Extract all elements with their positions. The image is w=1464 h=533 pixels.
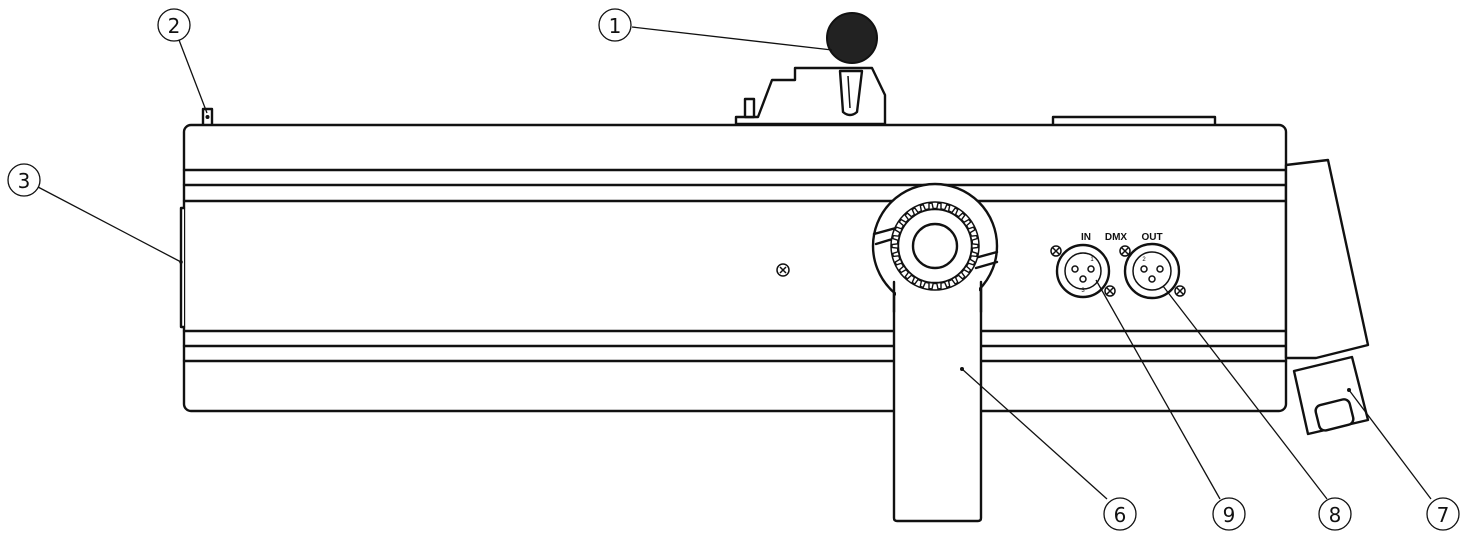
gear-tooth	[898, 264, 908, 274]
gear-tooth	[911, 275, 920, 285]
callout-8-label: 8	[1329, 503, 1342, 527]
out-pin-2-label: 2	[1142, 257, 1146, 263]
dmx-in-label: IN	[1081, 232, 1091, 243]
gear-tooth	[969, 234, 979, 242]
callout-3: 3	[7, 163, 41, 197]
in-screw-bottom	[1104, 285, 1116, 297]
callout-1-label: 1	[609, 14, 622, 38]
gear-tooth	[898, 218, 908, 228]
lever-assembly	[734, 12, 887, 126]
dmx-panel: IN DMX OUT 1 3	[1050, 232, 1186, 300]
callout-9-label: 9	[1223, 503, 1236, 527]
callout-3-label: 3	[18, 169, 31, 193]
callout-7-label: 7	[1437, 503, 1450, 527]
callout-6-label: 6	[1114, 503, 1127, 527]
in-pin-3-label: 3	[1081, 288, 1085, 294]
main-housing	[182, 123, 1288, 413]
gear-tooth	[962, 218, 972, 228]
gear-tooth	[928, 281, 935, 290]
gear-tooth	[904, 212, 913, 222]
gear-tooth	[971, 243, 979, 249]
gear-tooth	[950, 207, 959, 217]
gear-tooth	[894, 226, 904, 235]
gear-tooth	[950, 275, 959, 285]
callout-9: 9	[1212, 497, 1246, 531]
dmx-out-label: OUT	[1141, 232, 1162, 243]
in-screw-top	[1050, 245, 1062, 257]
callout-6: 6	[1103, 497, 1137, 531]
gear-tooth	[966, 226, 976, 235]
callout-1: 1	[598, 8, 632, 42]
gear-tooth	[904, 270, 913, 280]
gear-tooth	[891, 243, 899, 249]
gear-tooth	[943, 203, 951, 213]
gear-tooth	[957, 270, 966, 280]
gear-tooth	[966, 257, 976, 266]
dmx-in-connector: 1 3	[1050, 243, 1116, 299]
gear-tooth	[943, 279, 951, 289]
gear-tooth	[891, 250, 901, 258]
dmx-out-connector: 2	[1119, 242, 1186, 300]
gear-tooth	[935, 202, 942, 211]
leader-lines	[37, 26, 1432, 500]
gear-tooth	[894, 257, 904, 266]
dmx-label: DMX	[1105, 232, 1128, 243]
gear-tooth	[962, 264, 972, 274]
body-screw	[776, 263, 790, 277]
bracket-knob	[911, 222, 959, 270]
gear-tooth	[935, 281, 942, 290]
gear-tooth	[928, 202, 935, 211]
gear-tooth	[919, 279, 927, 289]
right-end-module	[1284, 158, 1370, 436]
mounting-bracket	[871, 182, 999, 523]
in-pin-1-label: 1	[1090, 257, 1094, 263]
out-screw-top	[1119, 245, 1131, 257]
callout-7: 7	[1426, 497, 1460, 531]
top-pin	[201, 107, 214, 128]
callout-2-label: 2	[168, 14, 181, 38]
out-screw-bottom	[1174, 285, 1186, 297]
left-end-cap	[179, 206, 186, 329]
gear-tooth	[919, 203, 927, 213]
gear-tooth	[969, 250, 979, 258]
callout-8: 8	[1318, 497, 1352, 531]
gear-tooth	[911, 207, 920, 217]
callout-2: 2	[157, 8, 191, 42]
gear-tooth	[891, 234, 901, 242]
lever-knob	[826, 12, 878, 64]
gear-tooth	[957, 212, 966, 222]
